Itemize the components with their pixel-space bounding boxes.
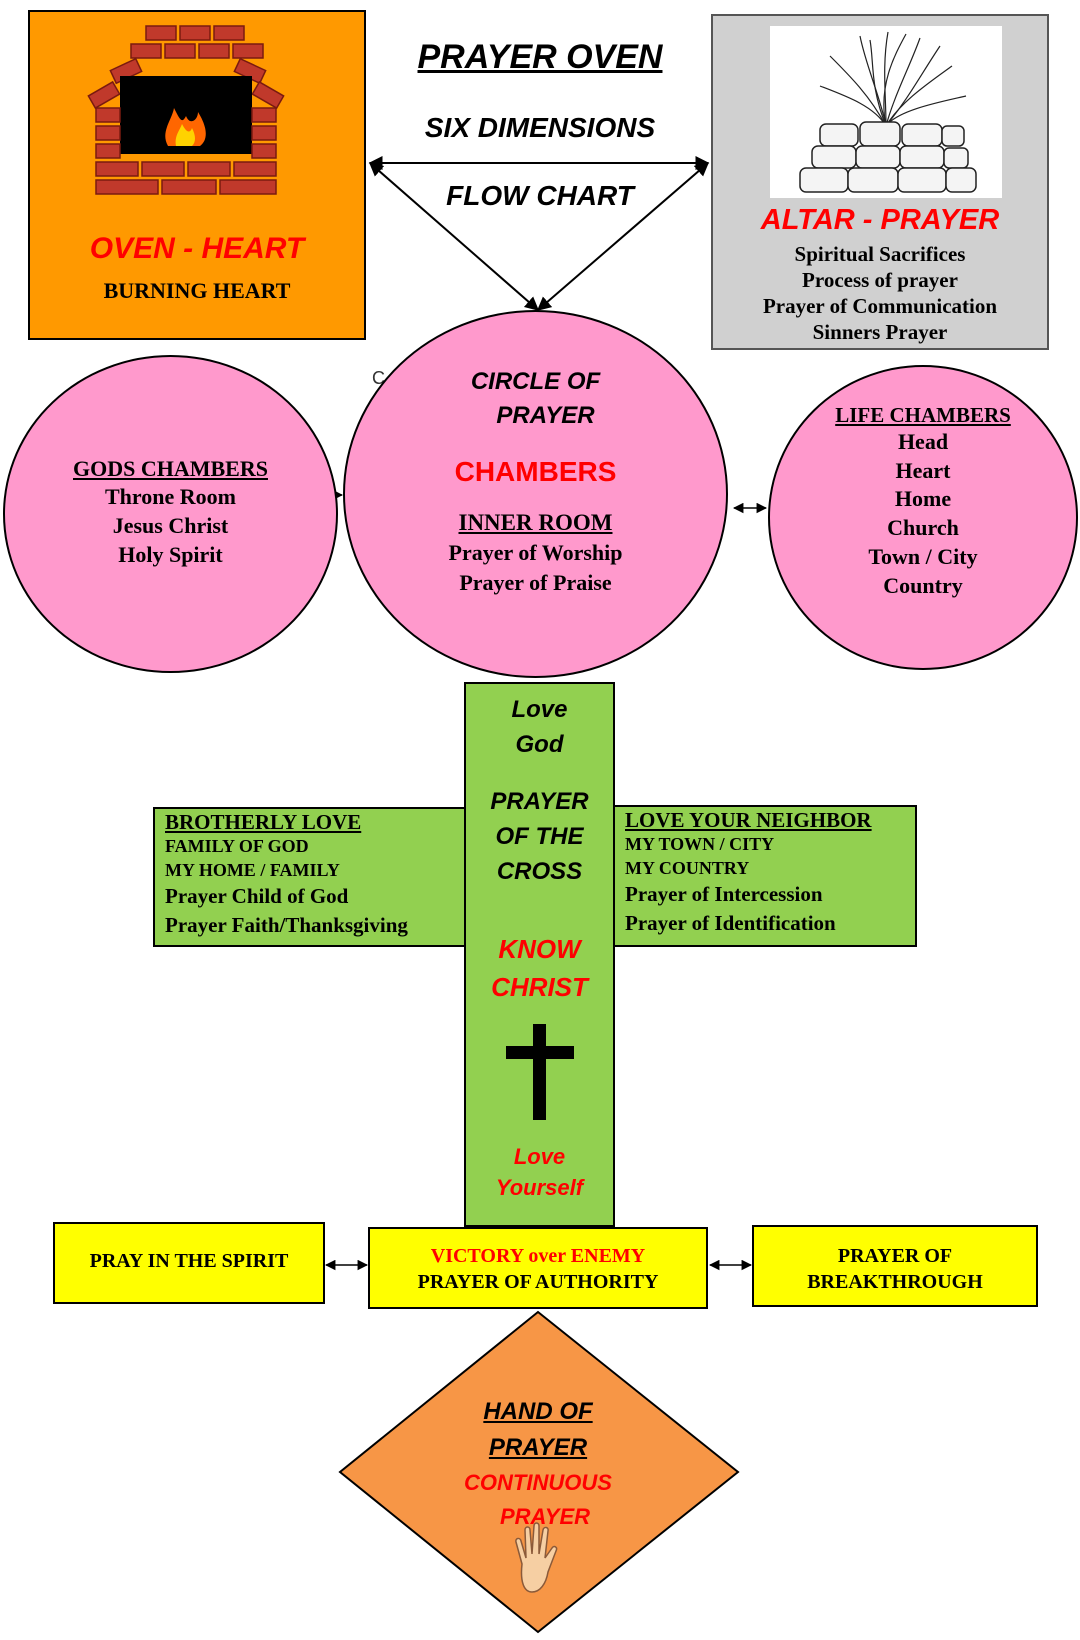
arrow-altar-circle [536,162,710,311]
brotherly-love-small-item: FAMILY OF GOD [165,836,309,856]
love-yourself-line2: Yourself [495,1175,584,1200]
circle-chambers-label: CHAMBERS [454,456,617,487]
altar-item: Process of prayer [802,268,958,292]
circle-title-line1: CIRCLE OF [470,368,601,395]
gods-chambers-item: Jesus Christ [112,513,229,538]
authority-label: PRAYER OF AUTHORITY [417,1271,659,1293]
continuous-line2: PRAYER [499,1504,591,1529]
altar-prayer-box: ALTAR - PRAYER Spiritual Sacrifices Proc… [711,14,1049,350]
life-chambers-item: Home [894,486,952,511]
inner-room-item: Prayer of Praise [459,570,612,595]
brotherly-love-box: BROTHERLY LOVE FAMILY OF GOD MY HOME / F… [153,807,466,947]
brick-oven-icon [87,25,285,195]
life-chambers-item: Heart [895,458,951,483]
hand-title-line1: HAND OF [483,1398,593,1425]
circle-of-prayer: CIRCLE OF PRAYER CHAMBERS INNER ROOM Pra… [343,310,728,678]
circle-title-line2: PRAYER [496,402,595,429]
altar-item: Prayer of Communication [762,294,998,318]
love-neighbor-small-item: MY COUNTRY [625,858,750,878]
love-neighbor-heading: LOVE YOUR NEIGHBOR [625,808,872,832]
altar-item: Spiritual Sacrifices [794,242,966,266]
brotherly-love-item: Prayer Faith/Thanksgiving [165,913,408,937]
altar-title: ALTAR - PRAYER [760,204,1000,236]
diagram-subtitle-2: FLOW CHART [446,180,634,211]
love-neighbor-box: LOVE YOUR NEIGHBOR MY TOWN / CITY MY COU… [613,805,917,947]
oven-heart-box: OVEN - HEART BURNING HEART [28,10,366,340]
cross-title-line2: OF THE [495,823,584,850]
breakthrough-line2: BREAKTHROUGH [807,1271,983,1293]
stone-altar-icon [799,31,977,193]
brotherly-love-small-item: MY HOME / FAMILY [165,860,340,880]
know-christ-line1: KNOW [498,934,581,964]
prayer-of-authority-box: VICTORY over ENEMY PRAYER OF AUTHORITY [368,1227,708,1309]
pray-in-spirit-box: PRAY IN THE SPIRIT [53,1222,325,1304]
life-chambers-item: Church [887,515,959,540]
love-god-line1: Love [511,696,568,723]
inner-room-item: Prayer of Worship [448,540,623,565]
hand-of-prayer-diamond [338,1310,740,1634]
love-neighbor-item: Prayer of Identification [625,911,836,935]
life-chambers-item: Head [897,429,949,454]
hand-title-line2: PRAYER [488,1434,588,1461]
diagram-subtitle: SIX DIMENSIONS [424,112,656,143]
altar-image [770,26,1002,198]
gods-chambers-heading: GODS CHAMBERS [73,456,268,481]
arrow-oven-circle [368,162,540,311]
gods-chambers-circle: GODS CHAMBERS Throne Room Jesus Christ H… [3,355,338,673]
life-chambers-heading: LIFE CHAMBERS [835,403,1011,427]
love-neighbor-item: Prayer of Intercession [625,882,823,906]
breakthrough-line1: PRAYER OF [837,1245,953,1267]
love-yourself-line1: Love [513,1144,566,1169]
brotherly-love-item: Prayer Child of God [165,884,349,908]
life-chambers-circle: LIFE CHAMBERS Head Heart Home Church Tow… [768,365,1078,670]
prayer-of-the-cross: Love God PRAYER OF THE CROSS KNOW CHRIST… [464,682,615,1227]
gods-chambers-item: Holy Spirit [118,542,223,567]
hand-icon [515,1522,558,1593]
brotherly-love-heading: BROTHERLY LOVE [165,810,362,834]
prayer-of-breakthrough-box: PRAYER OF BREAKTHROUGH [752,1225,1038,1307]
cross-title-line1: PRAYER [490,788,589,815]
continuous-line1: CONTINUOUS [464,1470,612,1495]
victory-label: VICTORY over ENEMY [430,1245,646,1267]
pray-in-spirit-label: PRAY IN THE SPIRIT [89,1250,289,1272]
inner-room-heading: INNER ROOM [458,510,613,535]
life-chambers-item: Town / City [868,544,978,569]
diagram-title: PRAYER OVEN [417,38,663,76]
know-christ-line2: CHRIST [491,972,588,1002]
life-chambers-item: Country [883,573,963,598]
oven-caption: BURNING HEART [103,278,291,303]
love-neighbor-small-item: MY TOWN / CITY [625,834,775,854]
oven-title: OVEN - HEART [89,232,305,265]
gods-chambers-item: Throne Room [105,484,236,509]
altar-item: Sinners Prayer [812,320,948,344]
love-god-line2: God [515,731,564,758]
cross-title-line3: CROSS [496,858,583,885]
cross-icon [506,1024,574,1120]
